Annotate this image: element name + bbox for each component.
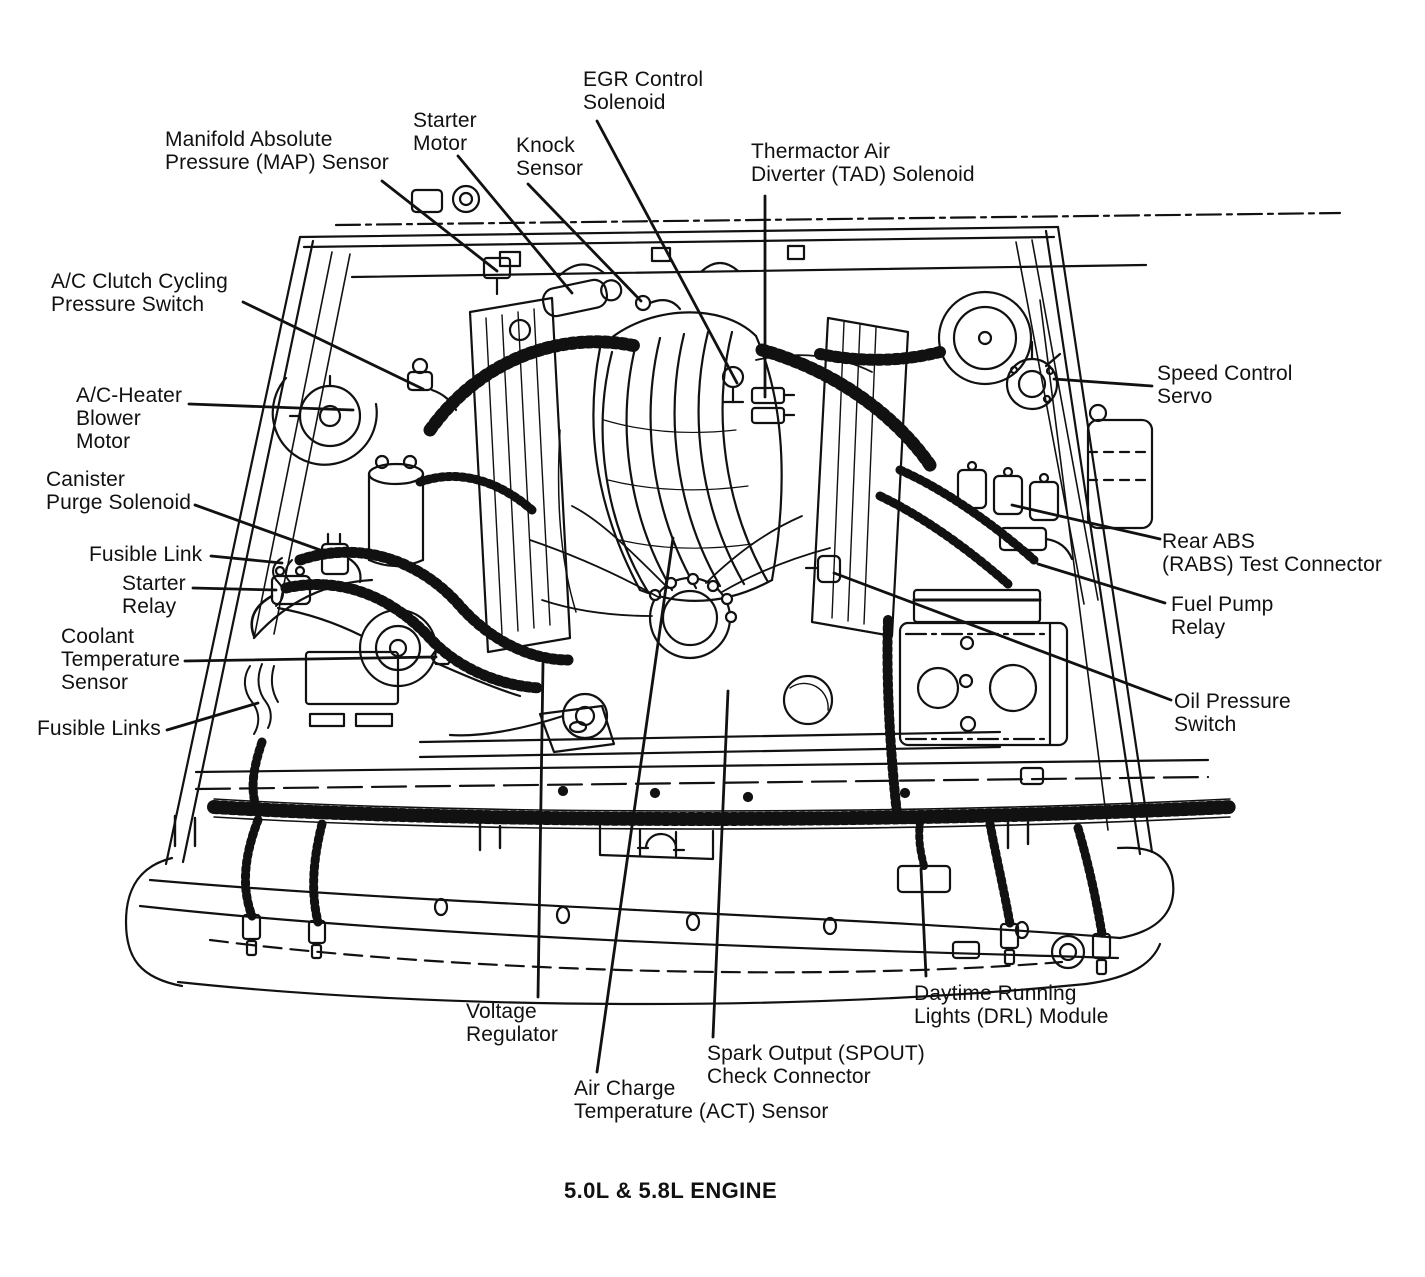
leader-ac-clutch-switch bbox=[241, 300, 425, 391]
callout-fusible-links: Fusible Links bbox=[37, 717, 161, 740]
callout-canister-purge: Canister Purge Solenoid bbox=[46, 468, 192, 514]
leader-starter-motor bbox=[456, 154, 574, 295]
oil-pressure-switch-part bbox=[816, 554, 842, 584]
leader-rabs-connector bbox=[1010, 503, 1162, 541]
leader-fuel-pump-relay bbox=[1036, 562, 1167, 605]
leader-oil-pressure bbox=[832, 571, 1173, 702]
fog-lamp bbox=[1050, 934, 1086, 970]
callout-drl-module: Daytime Running Lights (DRL) Module bbox=[914, 982, 1109, 1028]
leader-map-sensor bbox=[380, 179, 499, 273]
callout-spout-connector: Spark Output (SPOUT) Check Connector bbox=[707, 1042, 925, 1088]
callout-coolant-sensor: Coolant Temperature Sensor bbox=[61, 625, 180, 694]
front-harness bbox=[173, 704, 1237, 852]
leader-fusible-link bbox=[209, 554, 284, 565]
callout-fusible-link: Fusible Link bbox=[89, 543, 203, 566]
leader-starter-relay bbox=[191, 586, 278, 592]
callout-voltage-regulator: Voltage Regulator bbox=[466, 1000, 558, 1046]
leader-blower-motor bbox=[187, 402, 355, 412]
wiring-harness-conduit bbox=[207, 800, 1237, 826]
leader-drl-module bbox=[919, 867, 928, 978]
figure-caption: 5.0L & 5.8L ENGINE bbox=[564, 1178, 778, 1203]
callout-starter-motor: Starter Motor bbox=[413, 109, 477, 155]
callout-map-sensor: Manifold Absolute Pressure (MAP) Sensor bbox=[165, 128, 389, 174]
intake-plenum bbox=[598, 311, 758, 350]
starter-motor-part bbox=[541, 278, 623, 318]
body-frame bbox=[164, 184, 1342, 866]
map-sensor-part bbox=[410, 188, 444, 214]
leader-spout-connector bbox=[711, 689, 730, 1039]
leader-fusible-links bbox=[165, 701, 260, 732]
callout-act-sensor: Air Charge Temperature (ACT) Sensor bbox=[574, 1077, 829, 1123]
callout-blower-motor: A/C-Heater Blower Motor bbox=[76, 384, 183, 453]
leader-egr-solenoid bbox=[595, 119, 739, 385]
callout-speed-servo: Speed Control Servo bbox=[1157, 362, 1293, 408]
leader-knock-sensor bbox=[526, 182, 643, 303]
leader-coolant-sensor bbox=[183, 655, 438, 663]
right-accessories bbox=[814, 290, 1154, 819]
callout-fuel-pump-relay: Fuel Pump Relay bbox=[1171, 593, 1274, 639]
callout-knock-sensor: Knock Sensor bbox=[516, 134, 584, 180]
callout-oil-pressure: Oil Pressure Switch bbox=[1174, 690, 1291, 736]
callout-starter-relay: Starter Relay bbox=[122, 572, 186, 618]
relay-box bbox=[898, 621, 1069, 747]
callout-tad-solenoid: Thermactor Air Diverter (TAD) Solenoid bbox=[751, 140, 975, 186]
leader-act-sensor bbox=[595, 536, 675, 1074]
leader-voltage-regulator bbox=[536, 661, 545, 999]
left-accessories bbox=[244, 357, 574, 817]
left-valve-cover bbox=[468, 296, 572, 654]
tad-solenoid-part bbox=[750, 386, 786, 405]
air-intake-hose bbox=[423, 335, 643, 437]
blower-motor-part bbox=[298, 384, 362, 448]
leader-speed-servo bbox=[1052, 377, 1154, 388]
leader-canister-purge bbox=[193, 503, 336, 557]
leader-lines bbox=[165, 119, 1173, 1074]
bumper bbox=[124, 815, 1175, 1006]
callout-rabs-connector: Rear ABS (RABS) Test Connector bbox=[1162, 530, 1382, 576]
callout-ac-clutch-switch: A/C Clutch Cycling Pressure Switch bbox=[51, 270, 228, 316]
callout-egr-solenoid: EGR Control Solenoid bbox=[583, 68, 704, 114]
